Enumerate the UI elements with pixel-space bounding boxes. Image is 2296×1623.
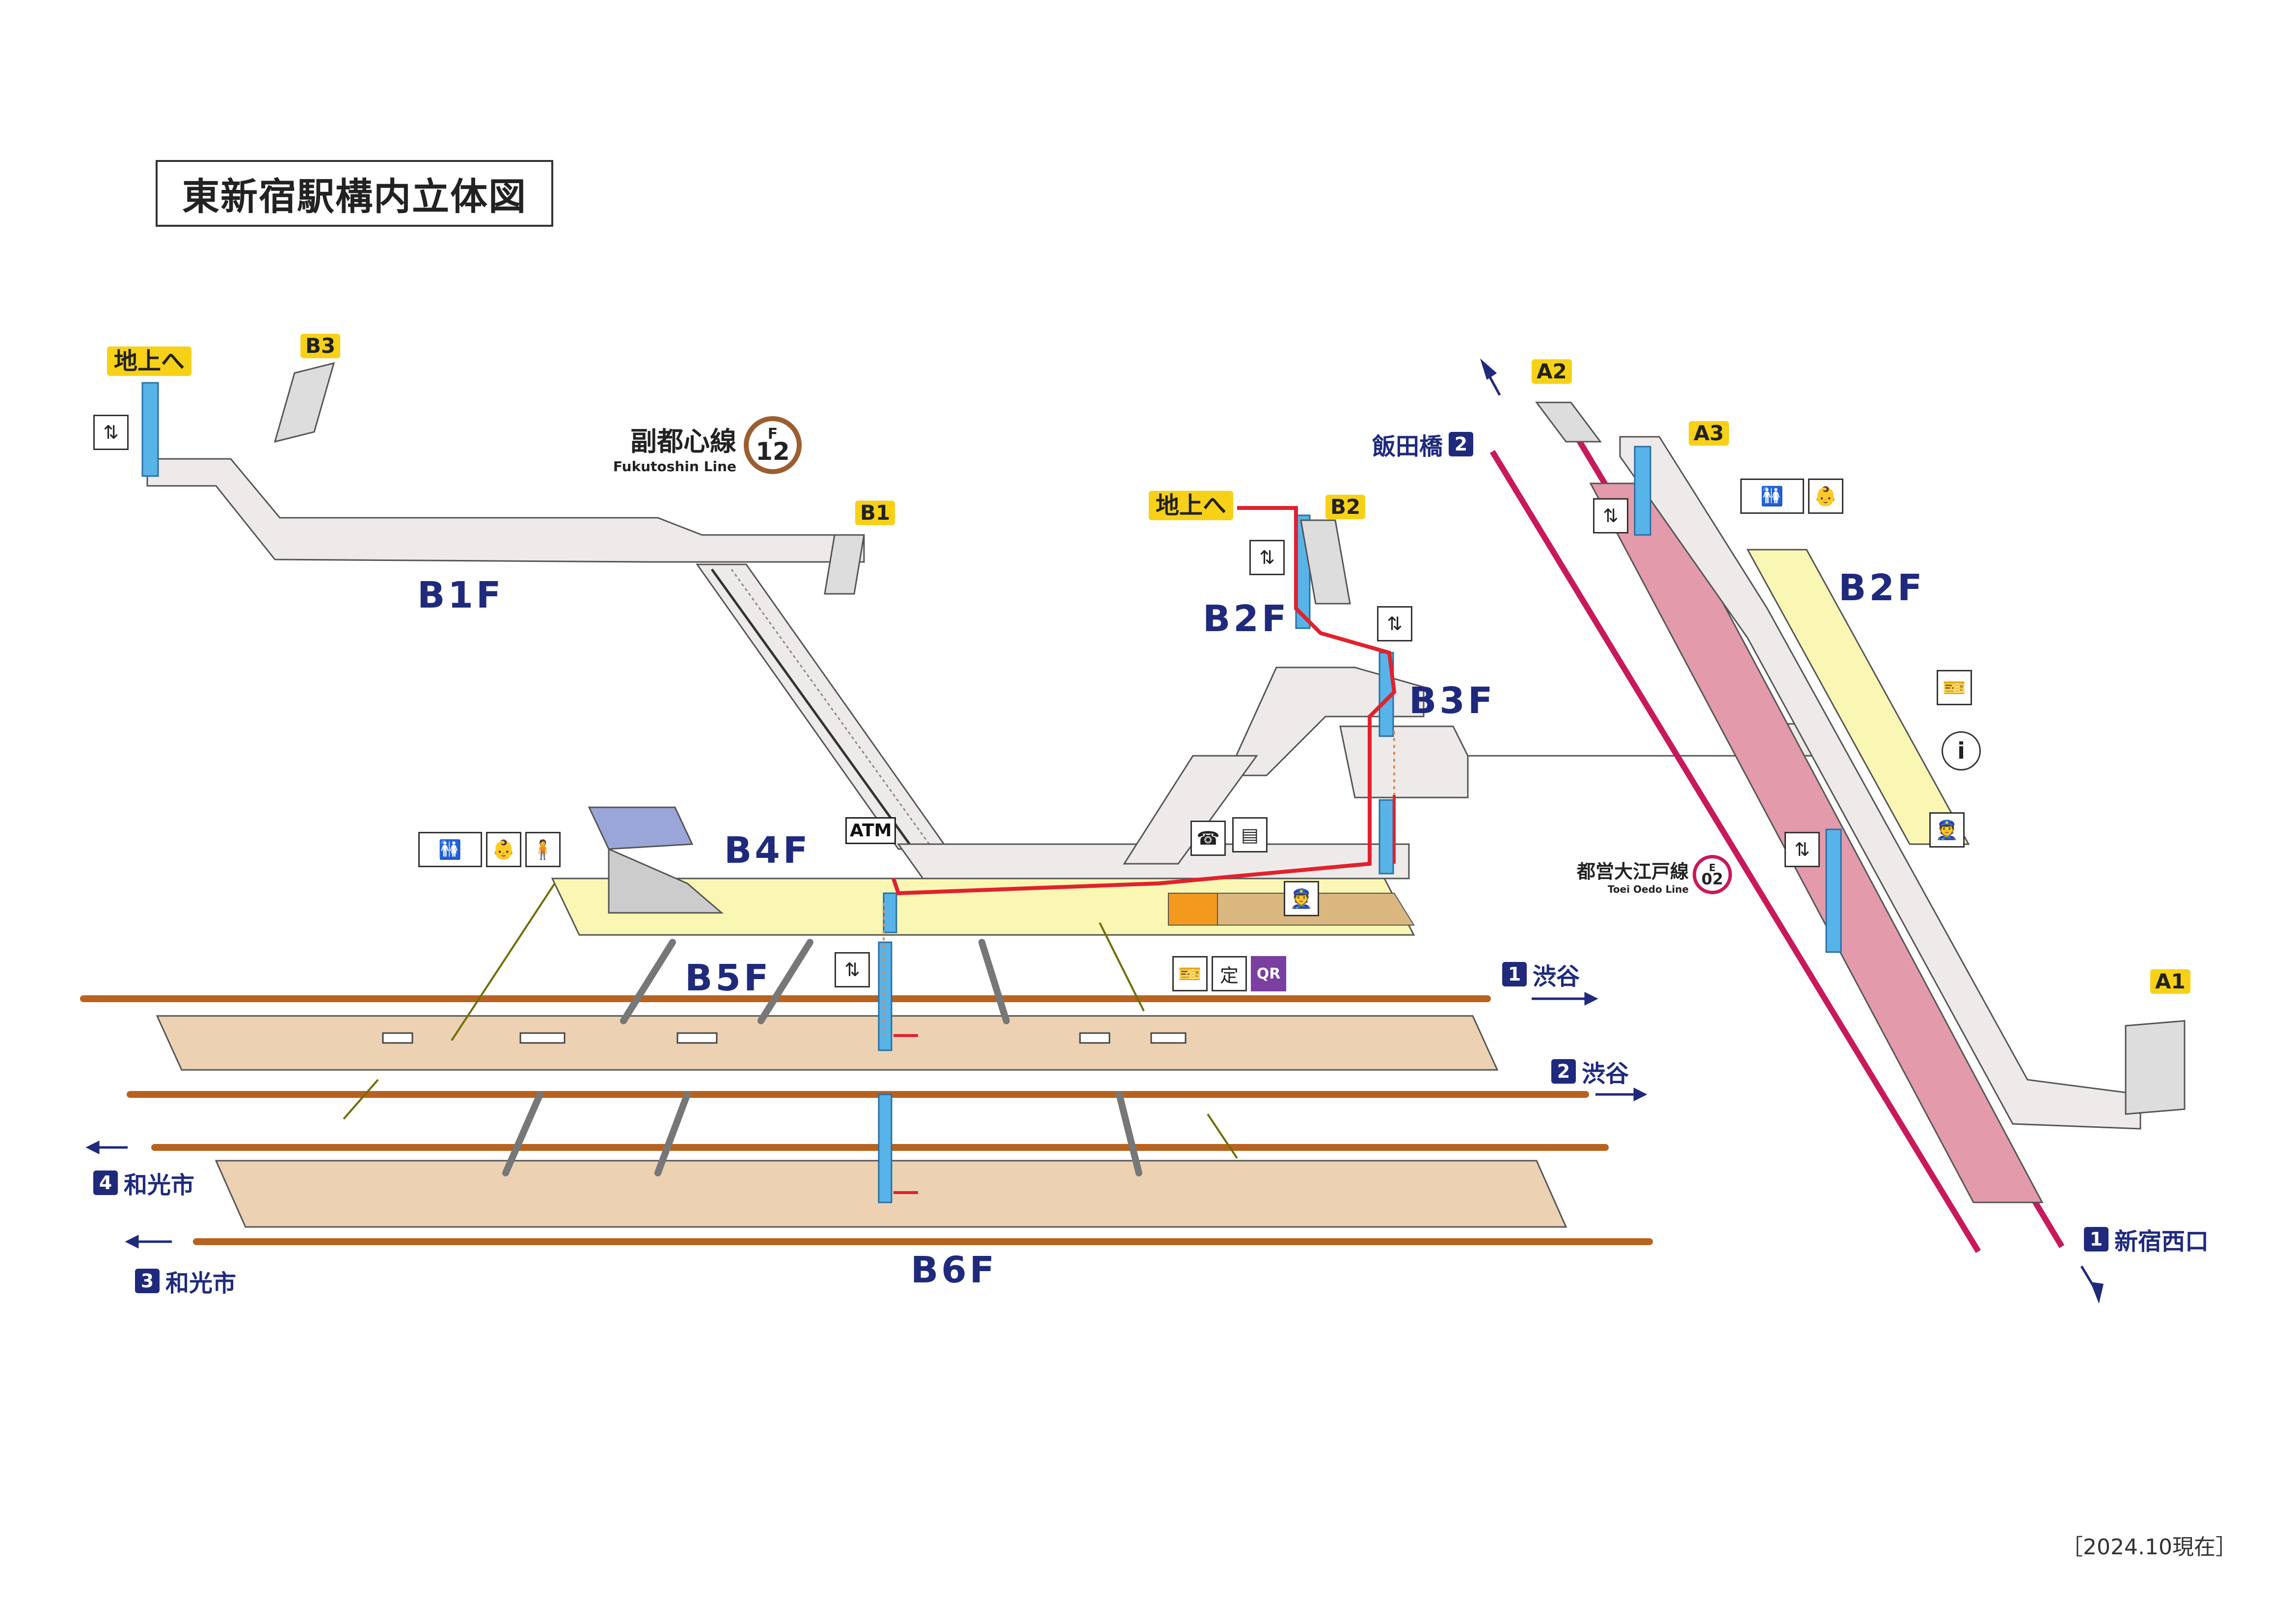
b1f-b4f-escalator xyxy=(696,563,949,850)
b3f-b4f-stairs xyxy=(1123,755,1258,865)
exit-to-ground-left: 地上へ xyxy=(107,346,192,376)
elevator-icon: ⇅ xyxy=(1249,540,1285,575)
floor-label-b1f: B1F xyxy=(417,574,504,616)
fukutoshin-badge-number: 12 xyxy=(756,437,790,466)
elevator-icon: ⇅ xyxy=(1377,606,1412,641)
oedo-track-1 xyxy=(1489,450,1981,1253)
fukutoshin-badge: F 12 xyxy=(744,416,802,474)
multipurpose-room-icon: 🧍 xyxy=(525,832,561,867)
restroom-icon: 🚻 xyxy=(418,832,482,867)
floor-label-b2f-left: B2F xyxy=(1203,598,1290,640)
exit-a3: A3 xyxy=(1689,421,1729,446)
b1f-concourse xyxy=(146,458,865,563)
direction-shinjuku-nishiguchi-label: 新宿西口 xyxy=(2114,1228,2209,1255)
date-note: ［2024.10現在］ xyxy=(2061,1535,2237,1560)
exit-b1: B1 xyxy=(855,501,895,525)
direction-shinjuku-nishiguchi: 1 新宿西口 xyxy=(2084,1222,2209,1256)
exit-b2: B2 xyxy=(1325,495,1366,519)
atm-icon: ATM xyxy=(845,817,896,844)
fukutoshin-badge-letter: F xyxy=(767,426,778,443)
information-icon: i xyxy=(1942,731,1981,771)
direction-iidabashi: 飯田橋 2 xyxy=(1372,427,1474,461)
floor-label-b2f-right: B2F xyxy=(1838,567,1925,609)
direction-iidabashi-label: 飯田橋 xyxy=(1372,433,1443,460)
fukutoshin-en: Fukutoshin Line xyxy=(613,458,736,475)
direction-shibuya-2-num: 2 xyxy=(1551,1059,1576,1084)
b4f-ticket-office xyxy=(1168,893,1218,926)
locker-icon: ▤ xyxy=(1232,817,1268,852)
exit-a1: A1 xyxy=(2150,969,2190,994)
b4f-restroom-block xyxy=(588,806,694,850)
stairs xyxy=(343,882,1238,1159)
oedo-restroom-icons: 🚻 👶 xyxy=(1740,479,1843,514)
baby-icon: 👶 xyxy=(1808,479,1843,514)
direction-wakoshi-3-label: 和光市 xyxy=(165,1270,237,1297)
b4f-ramp xyxy=(608,848,724,914)
platform-fixtures xyxy=(382,1032,1187,1044)
direction-shibuya-1: 1 渋谷 xyxy=(1502,957,1580,991)
floor-label-b6f: B6F xyxy=(911,1249,998,1291)
line-name-oedo: 都営大江戸線 Toei Oedo Line xyxy=(1546,856,1689,895)
floor-label-b4f: B4F xyxy=(724,829,811,872)
oedo-jp: 都営大江戸線 xyxy=(1576,861,1689,882)
direction-shibuya-1-num: 1 xyxy=(1502,962,1527,986)
commuter-pass-icon: 定 xyxy=(1212,956,1247,991)
oedo-en: Toei Oedo Line xyxy=(1607,883,1689,895)
elevator-icon: ⇅ xyxy=(1784,832,1820,867)
direction-iidabashi-num: 2 xyxy=(1449,432,1474,456)
floor-label-b3f: B3F xyxy=(1409,680,1496,722)
floor-label-b5f: B5F xyxy=(685,957,772,999)
exit-stairs xyxy=(273,362,2186,1115)
exit-b3: B3 xyxy=(300,334,341,358)
station-staff-icon: 👮 xyxy=(1284,881,1319,916)
qr-ticket-icon: QR xyxy=(1251,956,1286,991)
direction-shibuya-2-label: 渋谷 xyxy=(1582,1060,1629,1088)
direction-wakoshi-4-num: 4 xyxy=(93,1171,118,1195)
ticket-machine-icon: 🎫 xyxy=(1937,670,1972,705)
direction-arrows xyxy=(85,358,2104,1304)
exit-a2: A2 xyxy=(1532,359,1572,384)
phone-icon: ☎ xyxy=(1190,821,1226,856)
station-staff-icon: 👮 xyxy=(1929,812,1965,848)
direction-wakoshi-3-num: 3 xyxy=(135,1269,160,1293)
elevator-icon: ⇅ xyxy=(835,952,870,987)
direction-shibuya-1-label: 渋谷 xyxy=(1533,963,1580,990)
elevator-icon: ⇅ xyxy=(93,415,129,450)
direction-wakoshi-4-label: 和光市 xyxy=(124,1171,195,1199)
fukutoshin-jp: 副都心線 xyxy=(630,426,736,457)
columns xyxy=(502,939,1142,1176)
direction-shibuya-2: 2 渋谷 xyxy=(1551,1054,1629,1089)
exit-to-ground-mid: 地上へ xyxy=(1149,491,1234,520)
ticket-office-icons: 🎫 定 QR xyxy=(1172,956,1286,991)
oedo-badge-letter: E xyxy=(1709,861,1716,874)
line-name-fukutoshin: 副都心線 Fukutoshin Line xyxy=(594,420,736,475)
oedo-badge: E 02 xyxy=(1693,855,1732,894)
b4f-restroom-icons: 🚻 👶 🧍 xyxy=(418,832,561,867)
elevator-icon: ⇅ xyxy=(1593,498,1628,533)
direction-wakoshi-3: 3 和光市 xyxy=(135,1264,236,1298)
direction-wakoshi-4: 4 和光市 xyxy=(93,1166,194,1200)
oedo-badge-number: 02 xyxy=(1701,869,1724,888)
ticket-machine-icon: 🎫 xyxy=(1172,956,1208,991)
accessible-route xyxy=(891,506,1397,896)
restroom-icon: 🚻 xyxy=(1740,479,1804,514)
page-title: 東新宿駅構内立体図 xyxy=(156,160,553,227)
direction-shinjuku-nishiguchi-num: 1 xyxy=(2084,1227,2108,1251)
oedo-b2f-concourse xyxy=(1746,549,1970,845)
platform-upper xyxy=(156,1015,1499,1071)
baby-icon: 👶 xyxy=(486,832,521,867)
